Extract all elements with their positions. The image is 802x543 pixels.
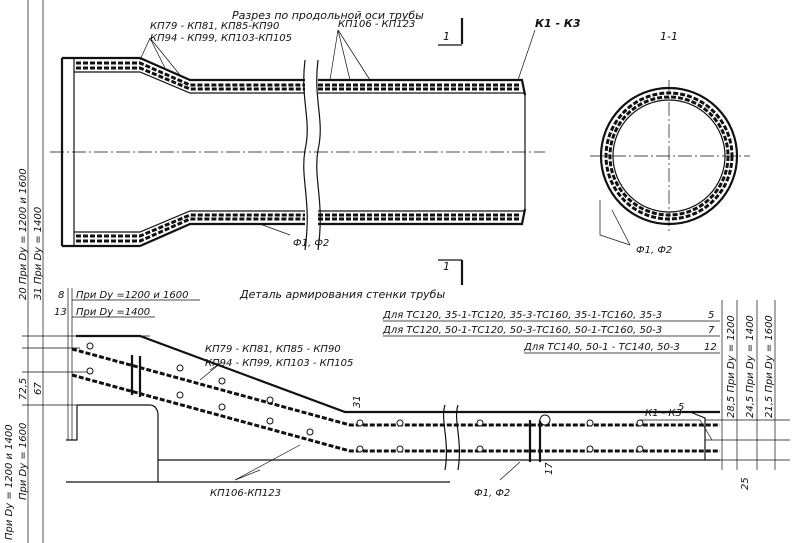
note-1400: При Dy =1400	[76, 307, 150, 318]
cut-mark-top: 1	[443, 30, 450, 43]
cut-mark-bottom: 1	[443, 260, 450, 273]
dim-8: 8	[58, 290, 64, 301]
table-row-text: Для ТС120, 35-1-ТС120, 35-3-ТС160, 35-1-…	[382, 310, 662, 321]
table-row-value: 12	[704, 342, 717, 353]
detail-label-kp106: КП106-КП123	[210, 488, 281, 499]
pipe-longitudinal-section	[50, 18, 545, 285]
table-row-value: 5	[708, 310, 714, 321]
table-row-text: Для ТС140, 50-1 - ТС140, 50-3	[523, 342, 680, 353]
label-kp79: КП79 - КП81, КП85-КП90	[150, 21, 279, 32]
right-dim-1400: 24,5 При Dy = 1400	[745, 315, 756, 418]
pipe-cross-section	[590, 80, 750, 246]
dim-72-5: 72,5	[18, 378, 29, 400]
detail-label-kp94: КП94 - КП99, КП103 - КП105	[205, 358, 353, 369]
dim-31: 31	[352, 395, 363, 408]
detail-label-k1-k3: К1 - К3	[645, 408, 682, 419]
table-row-text: Для ТС120, 50-1-ТС120, 50-3-ТС160, 50-1-…	[382, 325, 662, 336]
detail-title: Деталь армирования стенки трубы	[239, 288, 445, 301]
right-dim-1600: 21,5 При Dy = 1600	[764, 315, 775, 418]
label-kp106: КП106 - КП123	[338, 19, 415, 30]
note-1200-1600: При Dy =1200 и 1600	[76, 290, 188, 301]
detail-label-kp79: КП79 - КП81, КП85 - КП90	[205, 344, 341, 355]
label-k1-k3: К1 - К3	[535, 17, 581, 30]
wall-detail	[66, 300, 790, 483]
dim-5: 5	[678, 402, 684, 413]
cross-label-f1-f2: Ф1, Ф2	[636, 245, 672, 256]
left-dim-1400: 31 При Dy = 1400	[33, 207, 44, 300]
dim-67: 67	[33, 382, 44, 395]
dim-25: 25	[740, 477, 751, 490]
cross-section-title: 1-1	[660, 30, 678, 43]
left-dim-1200-1600: 20 При Dy = 1200 и 1600	[18, 168, 29, 300]
table-row-value: 7	[708, 325, 715, 336]
right-dim-1200: 28,5 При Dy = 1200	[726, 315, 737, 418]
thickness-table: Для ТС120, 35-1-ТС120, 35-3-ТС160, 35-1-…	[382, 310, 720, 354]
dim-17: 17	[544, 462, 555, 475]
detail-label-f1-f2: Ф1, Ф2	[474, 488, 510, 499]
left-dim-1600: При Dy = 1600	[18, 423, 29, 500]
label-f1-f2: Ф1, Ф2	[293, 238, 329, 249]
dim-13: 13	[54, 307, 67, 318]
label-kp94: КП94 - КП99, КП103-КП105	[150, 33, 292, 44]
left-dim-1200-1400: При Dy = 1200 и 1400	[4, 424, 15, 540]
section-title: Разрез по продольной оси трубы	[232, 9, 424, 22]
